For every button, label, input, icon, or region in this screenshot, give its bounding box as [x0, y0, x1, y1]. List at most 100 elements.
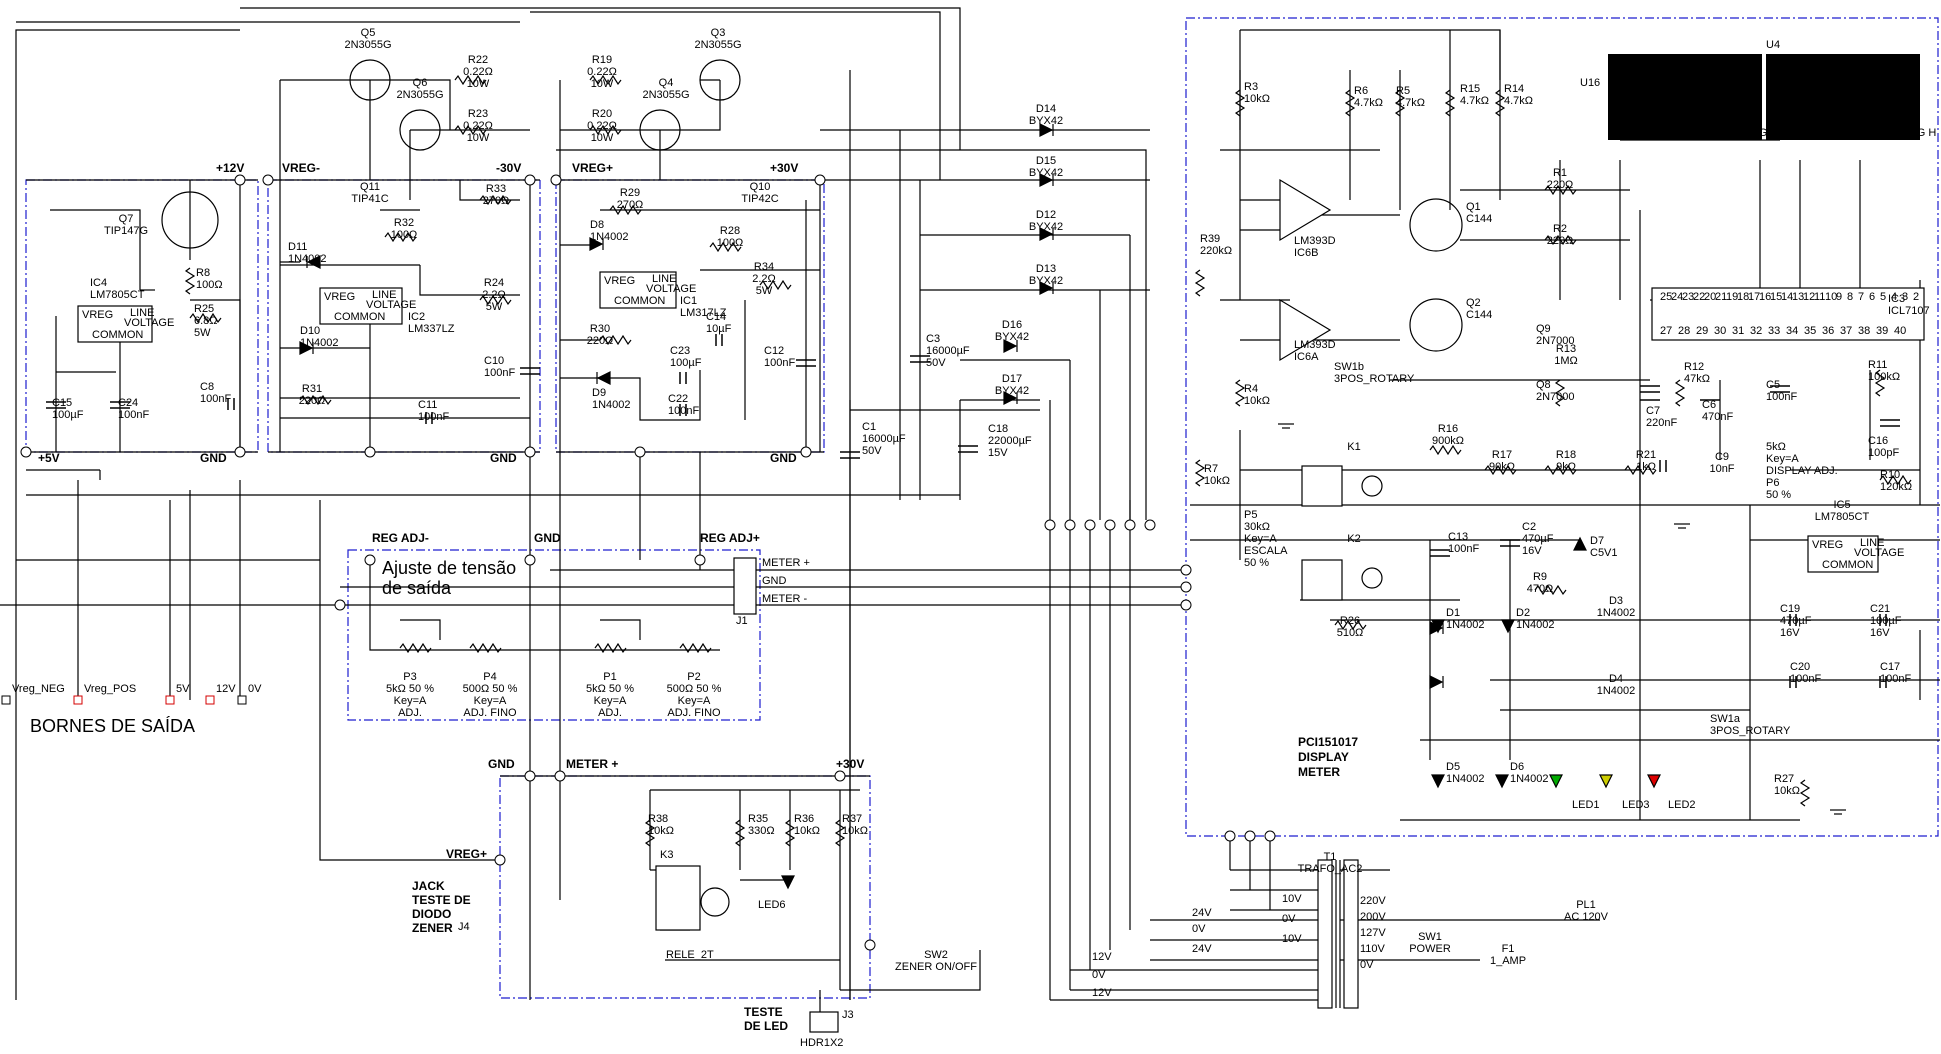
tap-secondary: 10V [1282, 933, 1302, 945]
ic-pin-vreg: VREG [1812, 539, 1843, 551]
ic-pin-vreg: VREG [82, 309, 113, 321]
rail-label-gnd: GND [770, 451, 797, 465]
ic3-pin-bottom: 35 [1804, 325, 1816, 337]
rail-label-m30v: -30V [496, 161, 521, 175]
ic3-pin-top: 20 [1704, 291, 1716, 303]
ic3-pin-top: 2 [1913, 291, 1919, 303]
output-terminal-label: Vreg_POS [84, 683, 136, 695]
rail-label-meter_plus2: METER + [566, 757, 618, 771]
ic3-pin-top: 5 [1880, 291, 1886, 303]
ic3-pin-top: 7 [1858, 291, 1864, 303]
component-label-k1: K1 [1347, 441, 1360, 453]
tap-secondary: 0V [1282, 913, 1296, 925]
ic-pin-line: LINE [130, 307, 154, 319]
meter-label: METER - [762, 593, 808, 605]
component-label-j3: J3 [842, 1009, 854, 1021]
tap-primary: 220V [1360, 895, 1386, 907]
component-label-rele: RELE_2T [666, 949, 714, 961]
rail-label-p30v: +30V [770, 161, 798, 175]
ic3-pin-top: 15 [1770, 291, 1782, 303]
output-terminal-label: Vreg_NEG [12, 683, 65, 695]
component-label-j4: J4 [458, 921, 470, 933]
ic3-pin-bottom: 30 [1714, 325, 1726, 337]
ground-symbols [1278, 423, 1846, 815]
ic3-pin-top: 25 [1660, 291, 1672, 303]
ic3-pin-bottom: 28 [1678, 325, 1690, 337]
seven-segment-displays [1608, 54, 1920, 140]
ic3-pin-top: 23 [1682, 291, 1694, 303]
component-label-led2: LED2 [1668, 799, 1696, 811]
ic3-pin-top: 19 [1726, 291, 1738, 303]
tap-secondary: 24V [1192, 907, 1212, 919]
ic-pin-common: COMMON [1822, 559, 1873, 571]
rail-label-p12v: +12V [216, 161, 244, 175]
component-label-led6: LED6 [758, 899, 786, 911]
ic3-pin-bottom: 36 [1822, 325, 1834, 337]
ic3-pin-top: 6 [1869, 291, 1875, 303]
ic3-pin-top: 13 [1792, 291, 1804, 303]
resistors [184, 74, 1912, 847]
ic3-pin-bottom: 37 [1840, 325, 1852, 337]
ic-pin-voltage: VOLTAGE [366, 299, 416, 311]
rail-label-vreg-pos: VREG+ [446, 847, 487, 861]
ic3-pin-bottom: 40 [1894, 325, 1906, 337]
rail-label-gnd2: GND [534, 531, 561, 545]
ic3-pin-bottom: 38 [1858, 325, 1870, 337]
ic-pin-common: COMMON [614, 295, 665, 307]
ic3-pin-bottom: 32 [1750, 325, 1762, 337]
component-label-k3: K3 [660, 849, 673, 861]
ic3-pin-bottom: 33 [1768, 325, 1780, 337]
component-label-led1: LED1 [1572, 799, 1600, 811]
ic3-pin-top: 3 [1902, 291, 1908, 303]
